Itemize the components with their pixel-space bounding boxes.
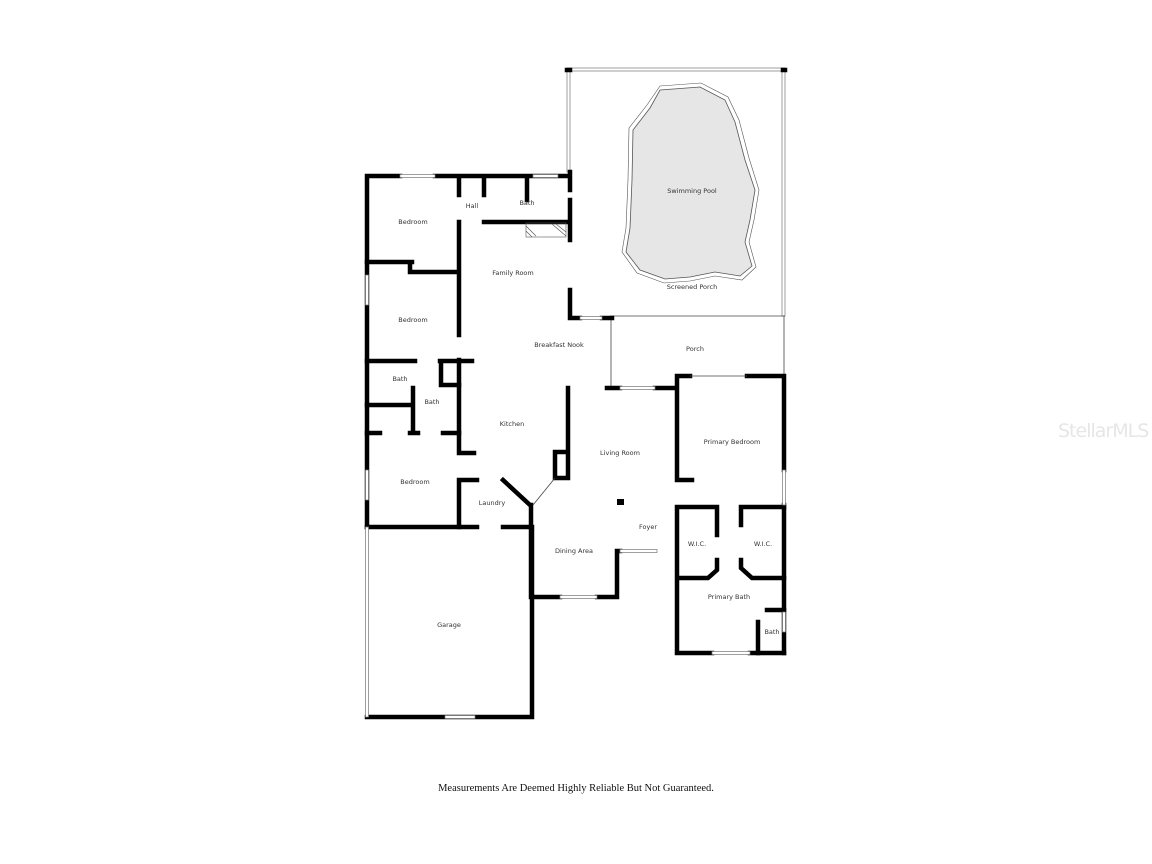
disclaimer: Measurements Are Deemed Highly Reliable … bbox=[438, 783, 714, 794]
room-label-bedroom: Bedroom bbox=[400, 478, 429, 486]
room-label-wic: W.I.C. bbox=[688, 540, 706, 548]
room-label-bedroom: Bedroom bbox=[398, 218, 427, 226]
room-label-wic: W.I.C. bbox=[754, 540, 772, 548]
room-label-dining-area: Dining Area bbox=[555, 547, 593, 555]
room-label-foyer: Foyer bbox=[639, 523, 657, 531]
windows bbox=[365, 174, 786, 719]
room-label-primary-bedroom: Primary Bedroom bbox=[704, 438, 761, 446]
room-label-bath: Bath bbox=[392, 375, 407, 383]
walls bbox=[364, 169, 787, 720]
room-label-bedroom: Bedroom bbox=[398, 316, 427, 324]
room-label-bath: Bath bbox=[424, 398, 439, 406]
room-label-laundry: Laundry bbox=[479, 499, 506, 507]
stairs bbox=[525, 222, 567, 238]
room-label-screened-porch: Screened Porch bbox=[667, 283, 717, 291]
room-label-family-room: Family Room bbox=[492, 269, 534, 277]
room-label-bath: Bath bbox=[519, 199, 534, 207]
room-label-breakfast-nook: Breakfast Nook bbox=[534, 341, 584, 349]
screened-porch-frame bbox=[564, 67, 788, 388]
room-label-living-room: Living Room bbox=[600, 449, 640, 457]
room-label-kitchen: Kitchen bbox=[500, 420, 524, 428]
room-label-hall: Hall bbox=[466, 202, 479, 210]
room-label-bath: Bath bbox=[764, 628, 779, 636]
room-label-primary-bath: Primary Bath bbox=[708, 593, 750, 601]
room-label-garage: Garage bbox=[437, 621, 461, 629]
room-label-porch: Porch bbox=[686, 345, 704, 353]
swimming-pool bbox=[625, 86, 756, 280]
watermark-logo: StellarMLS bbox=[1058, 420, 1149, 442]
room-label-swimming-pool: Swimming Pool bbox=[667, 187, 717, 195]
